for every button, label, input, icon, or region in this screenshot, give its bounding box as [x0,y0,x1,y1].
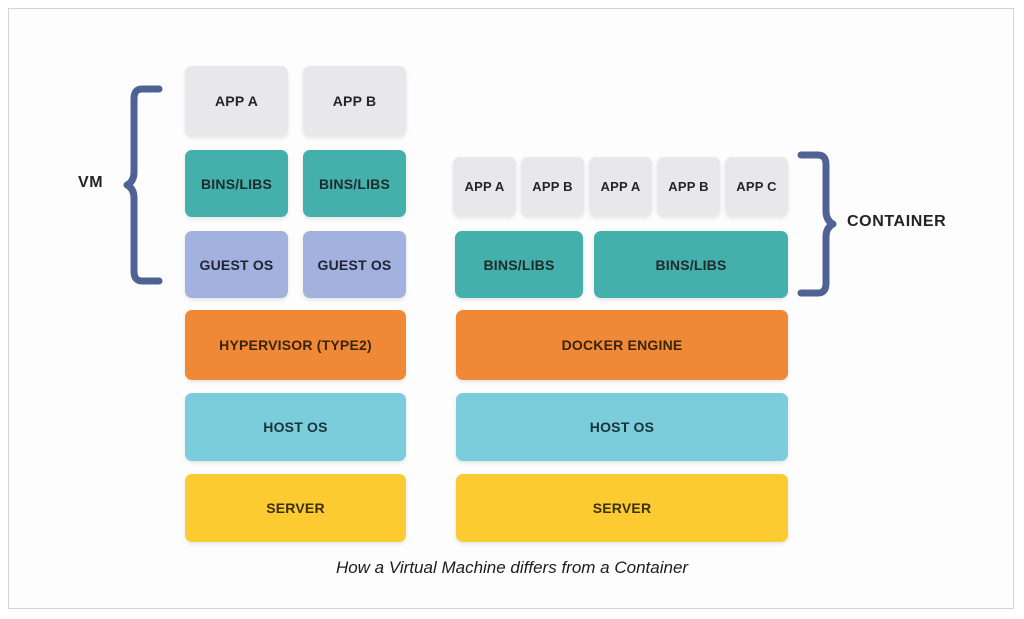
vm-bins-libs-label-1: BINS/LIBS [200,175,273,192]
container-app-box-1: APP A [453,157,516,216]
container-label: CONTAINER [847,213,947,230]
container-docker-engine-bar: DOCKER ENGINE [456,310,788,380]
container-app-box-2: APP B [521,157,584,216]
vm-server-label: SERVER [266,500,325,516]
vm-label: VM [78,174,104,191]
container-app-label-5: APP C [736,179,777,194]
container-docker-engine-label: DOCKER ENGINE [561,337,683,353]
container-app-label-1: APP A [464,179,505,194]
vm-host-os-label: HOST OS [263,419,328,435]
container-host-os-bar: HOST OS [456,393,788,461]
diagram-caption: How a Virtual Machine differs from a Con… [335,558,689,577]
container-server-label: SERVER [592,500,652,516]
container-server-bar: SERVER [456,474,788,542]
vm-bins-libs-label-2: BINS/LIBS [318,175,391,192]
vm-host-os-bar: HOST OS [185,393,406,461]
container-app-label-3: APP A [600,179,641,194]
vm-guest-os-label-2: GUEST OS [317,256,392,273]
vm-app-box-1: APP A [185,66,288,136]
container-bins-libs-box-2: BINS/LIBS [594,231,788,298]
vm-app-label-1: APP A [214,93,258,109]
vm-server-bar: SERVER [185,474,406,542]
container-bins-libs-box-1: BINS/LIBS [455,231,583,298]
container-app-label-4: APP B [668,179,709,194]
container-bins-libs-label-1: BINS/LIBS [483,256,555,273]
vm-bins-libs-box-2: BINS/LIBS [303,150,406,217]
container-app-box-3: APP A [589,157,652,216]
vm-app-label-2: APP B [332,93,377,109]
container-host-os-label: HOST OS [589,419,655,435]
container-app-box-4: APP B [657,157,720,216]
vm-hypervisor-label: HYPERVISOR (TYPE2) [219,337,372,353]
vm-bins-libs-box-1: BINS/LIBS [185,150,288,217]
vm-hypervisor-bar: HYPERVISOR (TYPE2) [185,310,406,380]
container-app-box-5: APP C [725,157,788,216]
vm-guest-os-label-1: GUEST OS [199,256,274,273]
container-brace [797,151,837,297]
vm-app-box-2: APP B [303,66,406,136]
vm-brace [123,85,163,285]
container-app-label-2: APP B [532,179,573,194]
vm-guest-os-box-2: GUEST OS [303,231,406,298]
vm-guest-os-box-1: GUEST OS [185,231,288,298]
container-bins-libs-label-2: BINS/LIBS [655,256,727,273]
